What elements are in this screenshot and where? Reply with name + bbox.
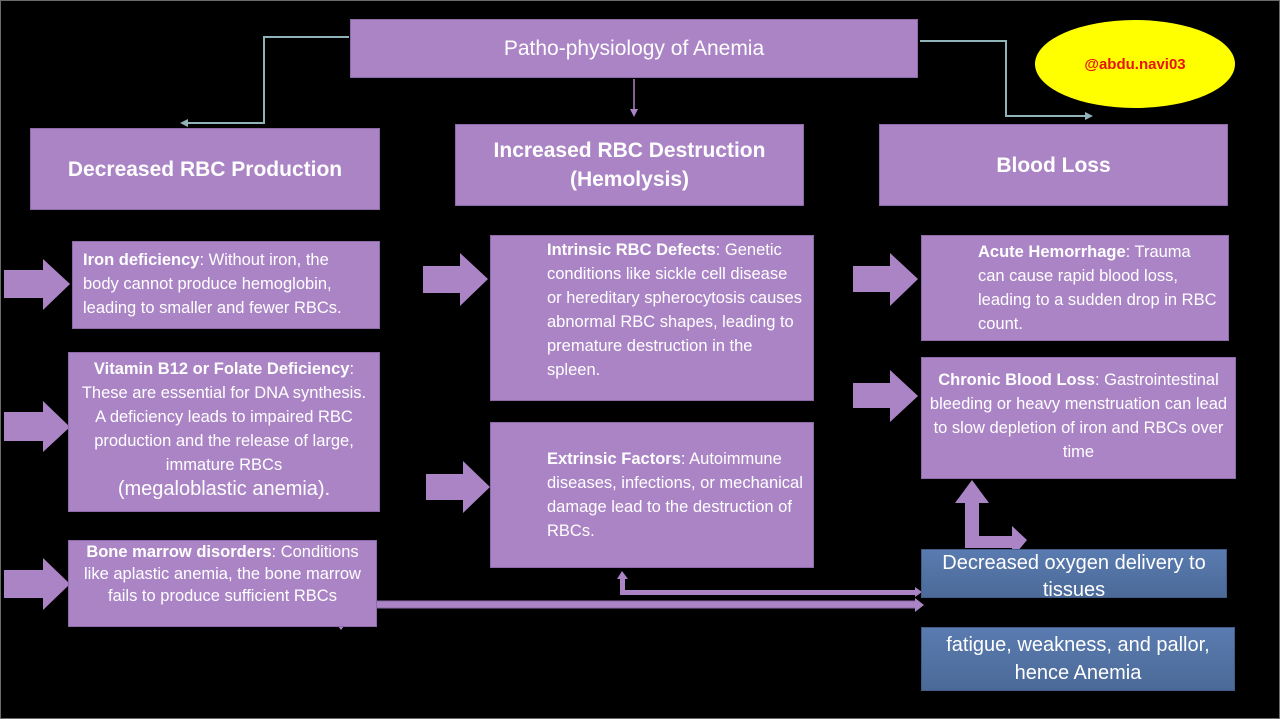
outcome-text: fatigue, weakness, and pallor, hence Ane… bbox=[946, 634, 1210, 684]
watermark-text: @abdu.navi03 bbox=[1084, 55, 1186, 73]
card-extrinsic-factors: Extrinsic Factors: Autoimmune diseases, … bbox=[490, 422, 814, 568]
connector-destruction-to-oxygen bbox=[617, 571, 922, 597]
card-iron-deficiency: Iron deficiency: Without iron, the body … bbox=[72, 241, 380, 329]
heading-text: Blood Loss bbox=[996, 153, 1111, 177]
card-term: Chronic Blood Loss bbox=[938, 371, 1095, 389]
block-arrow-marrow-icon bbox=[4, 558, 70, 610]
heading-text-line2: (Hemolysis) bbox=[569, 168, 690, 191]
card-term: Vitamin B12 or Folate Deficiency bbox=[93, 360, 350, 378]
outcome-text: Decreased oxygen delivery to tissues bbox=[942, 552, 1206, 601]
card-term: Bone marrow disorders bbox=[86, 543, 272, 561]
title-text: Patho-physiology of Anemia bbox=[503, 36, 765, 60]
card-acute-hemorrhage: Acute Hemorrhage: Trauma can cause rapid… bbox=[921, 235, 1229, 341]
heading-decreased-production: Decreased RBC Production bbox=[30, 128, 380, 210]
card-term: Intrinsic RBC Defects bbox=[547, 241, 716, 259]
card-term: Iron deficiency bbox=[83, 251, 200, 269]
connector-title-to-destruction bbox=[630, 79, 638, 117]
block-arrow-chronic-icon bbox=[853, 370, 918, 422]
block-arrow-iron-icon bbox=[4, 259, 70, 310]
card-text: : Genetic conditions like sickle cell di… bbox=[547, 241, 802, 379]
card-bone-marrow: Bone marrow disorders: Conditions like a… bbox=[68, 540, 377, 627]
arrowhead-blood-loss bbox=[1085, 112, 1093, 120]
outcome-oxygen-delivery: Decreased oxygen delivery to tissues bbox=[921, 549, 1227, 601]
card-chronic-blood-loss: Chronic Blood Loss: Gastrointestinal ble… bbox=[921, 357, 1236, 479]
outcome-anemia: fatigue, weakness, and pallor, hence Ane… bbox=[921, 627, 1235, 691]
arrowhead-production bbox=[180, 119, 188, 127]
card-term: Acute Hemorrhage bbox=[978, 243, 1126, 261]
card-emphasis: (megaloblastic anemia). bbox=[117, 478, 331, 500]
card-text: : Conditions like aplastic anemia, the b… bbox=[84, 543, 361, 605]
card-b12-folate: Vitamin B12 or Folate Deficiency: These … bbox=[68, 352, 380, 512]
heading-increased-destruction: Increased RBC Destruction (Hemolysis) bbox=[455, 124, 804, 206]
block-arrow-intrinsic-icon bbox=[423, 253, 488, 306]
connector-title-to-production bbox=[186, 36, 349, 124]
bent-arrow-up-icon bbox=[955, 480, 1027, 558]
block-arrow-b12-icon bbox=[4, 401, 70, 452]
card-text: : These are essential for DNA synthesis.… bbox=[81, 360, 367, 474]
card-text: : Trauma can cause rapid blood loss, lea… bbox=[978, 243, 1217, 333]
connector-production-to-oxygen bbox=[334, 598, 924, 630]
heading-blood-loss: Blood Loss bbox=[879, 124, 1228, 206]
card-text: : Without iron, the body cannot produce … bbox=[83, 251, 342, 317]
heading-text-line1: Increased RBC Destruction bbox=[493, 139, 766, 162]
card-intrinsic-defects: Intrinsic RBC Defects: Genetic condition… bbox=[490, 235, 814, 401]
card-text: : Gastrointestinal bleeding or heavy men… bbox=[929, 371, 1228, 461]
card-term: Extrinsic Factors bbox=[547, 450, 681, 468]
block-arrow-acute-icon bbox=[853, 253, 918, 306]
block-arrow-extrinsic-icon bbox=[426, 461, 490, 513]
page-title: Patho-physiology of Anemia bbox=[350, 19, 918, 78]
watermark-badge: @abdu.navi03 bbox=[1035, 20, 1235, 108]
heading-text: Decreased RBC Production bbox=[67, 157, 343, 181]
card-text: : Autoimmune diseases, infections, or me… bbox=[547, 450, 803, 540]
